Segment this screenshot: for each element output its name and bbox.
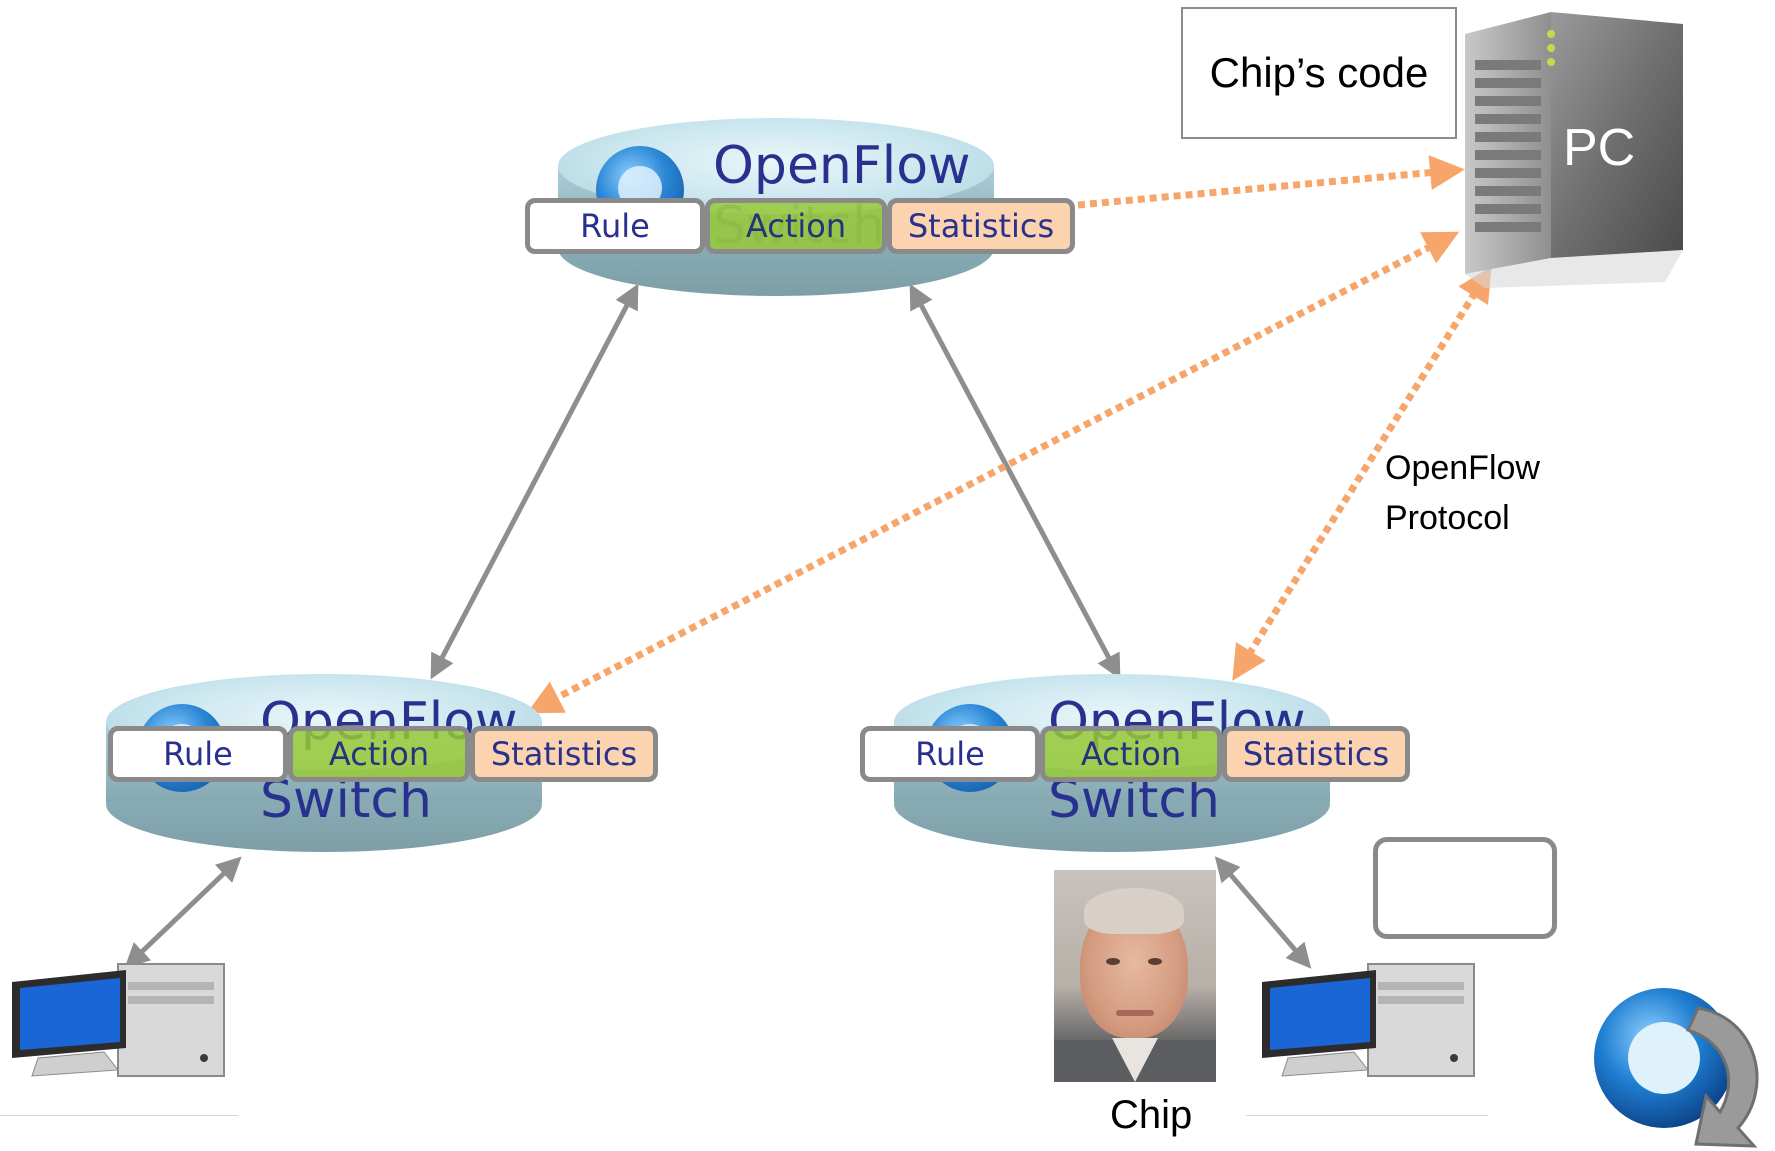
flow-statistics-cell: Statistics [1222,726,1410,782]
divider [0,1115,238,1116]
desktop-computer-icon [1262,963,1475,1077]
flow-table-left: Rule Action Statistics [108,726,658,790]
switch-subtitle: Switch [260,770,432,830]
protocol-label-line1: OpenFlow [1385,449,1540,487]
divider [1246,1115,1488,1116]
empty-box [1373,837,1557,939]
flow-statistics-cell: Statistics [470,726,658,782]
flow-statistics-cell: Statistics [887,198,1075,254]
switch-title: OpenFlow [713,136,971,196]
link-right-switch-to-host [1214,856,1312,969]
protocol-label-line2: Protocol [1385,499,1510,537]
pc-label: PC [1563,119,1636,177]
chips-code-label: Chip’s code [1209,49,1429,96]
flow-rule-cell: Rule [525,198,705,254]
flow-table-right: Rule Action Statistics [860,726,1410,790]
control-link-right-switch [1232,266,1492,681]
link-left-switch-to-host [124,856,242,969]
openflow-protocol-label: OpenFlow Protocol [1385,443,1540,543]
openflow-logo-icon [1594,988,1759,1148]
flow-action-cell: Action [1040,726,1222,782]
control-link-left-switch [526,231,1460,714]
desktop-computer-icon [12,963,225,1077]
flow-action-cell: Action [705,198,887,254]
server-tower-icon [1465,12,1683,288]
person-photo [1054,870,1216,1082]
switch-subtitle: Switch [1048,770,1220,830]
link-top-to-right-switch [909,283,1121,680]
flow-rule-cell: Rule [108,726,288,782]
flow-table-top: Rule Action Statistics [525,198,1075,262]
flow-action-cell: Action [288,726,470,782]
person-name-label: Chip [1110,1093,1193,1137]
link-top-to-left-switch [430,283,639,680]
control-link-top-switch [1077,155,1465,209]
flow-rule-cell: Rule [860,726,1040,782]
chips-code-box: Chip’s code [1181,7,1457,139]
